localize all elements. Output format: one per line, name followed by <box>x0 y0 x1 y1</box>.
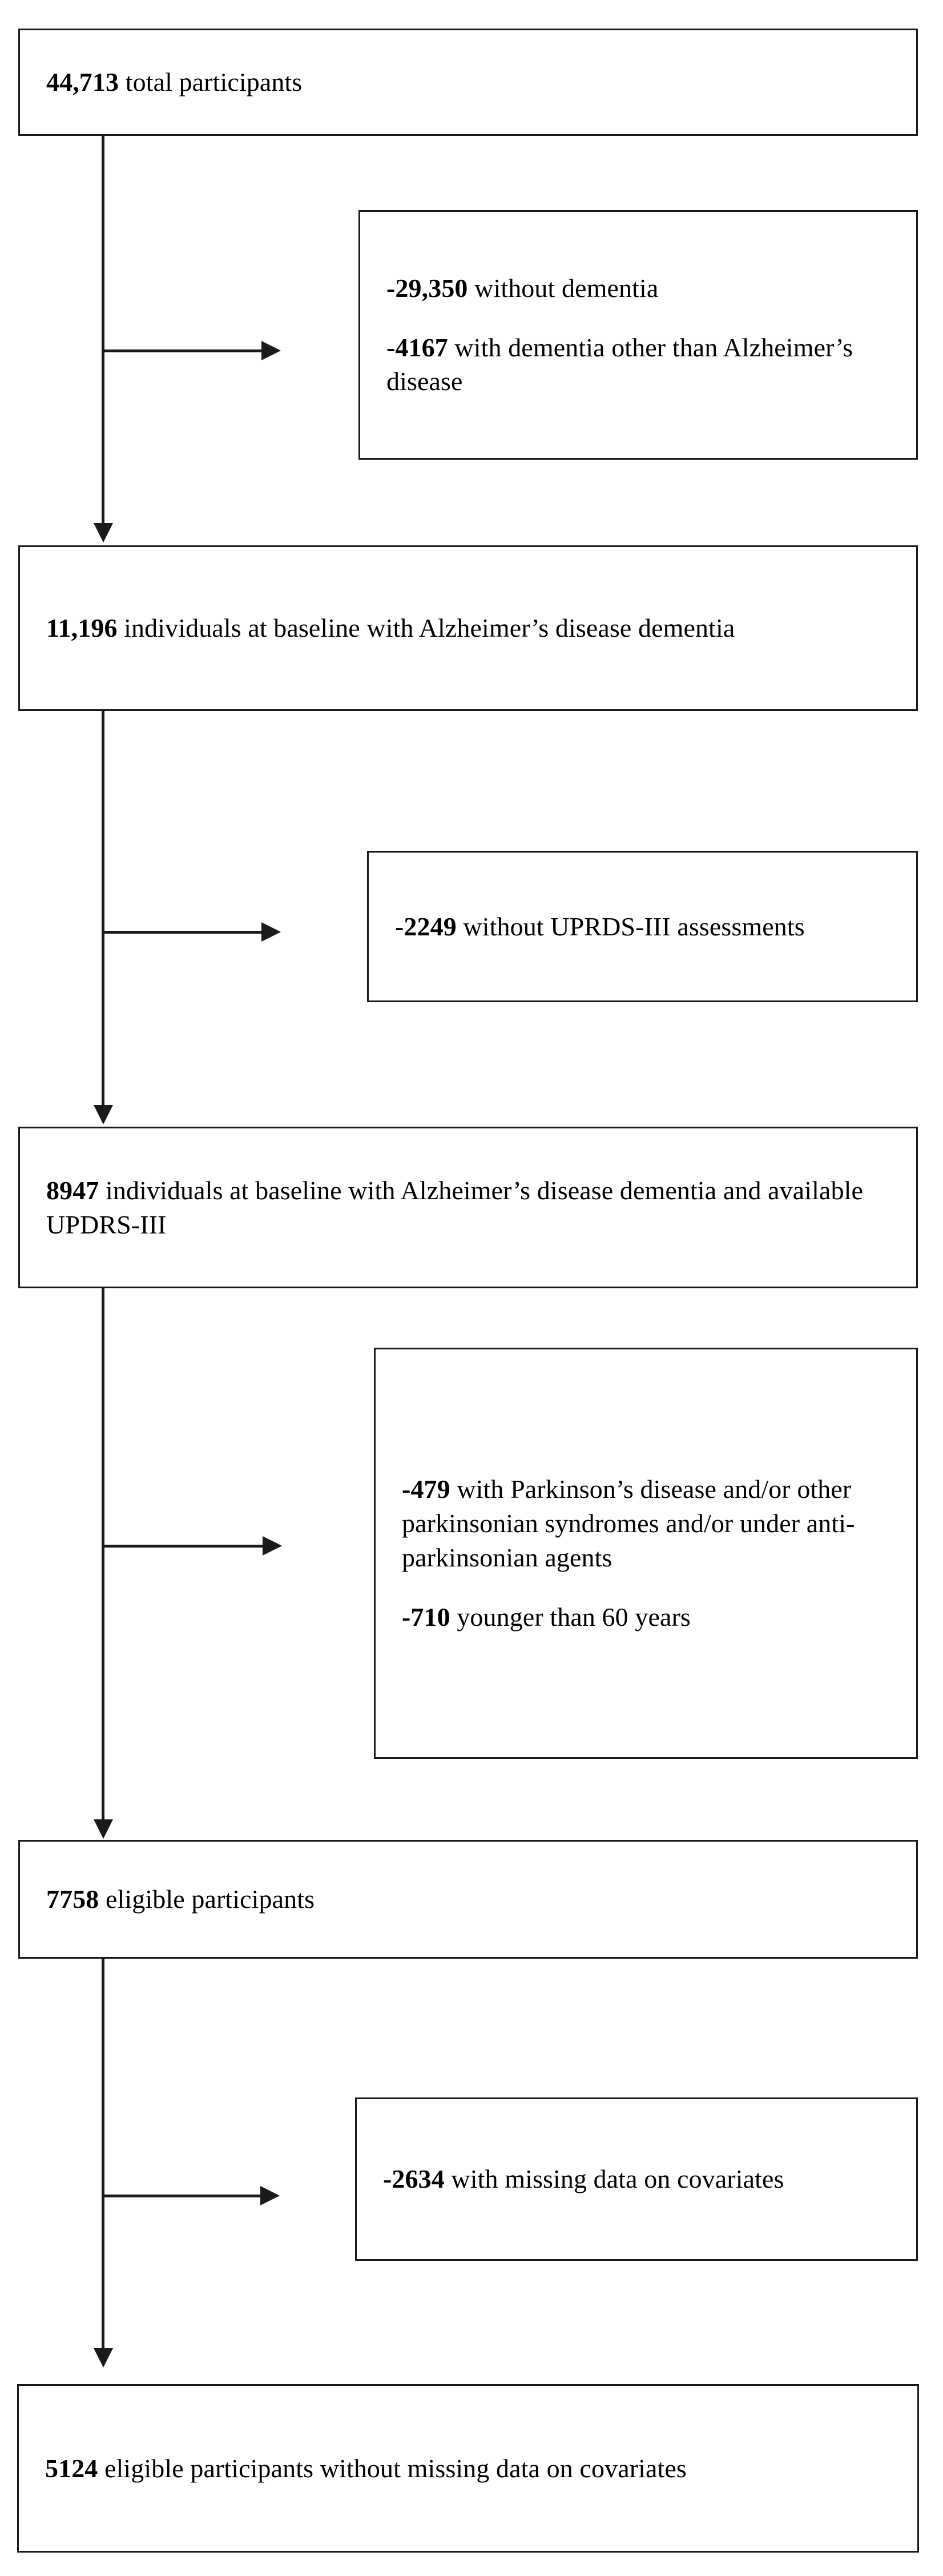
count-label: eligible participants without missing da… <box>98 2453 687 2483</box>
arrowhead-right-3 <box>263 1536 282 1556</box>
node-exclusion-parkinsonism-age-line-1: -479 with Parkinson’s dis­ease and/or ot… <box>402 1472 896 1574</box>
node-exclusion-no-uprds-line-1: -2249 without UPRDS-III assessments <box>395 910 896 944</box>
node-total-participants-line-1: 44,713 total participants <box>46 65 896 99</box>
connector-trunk-2 <box>102 711 104 1105</box>
count-value: 7758 <box>46 1884 99 1914</box>
node-eligible-participants-line-1: 7758 eligible participants <box>46 1882 896 1916</box>
node-exclusion-parkinsonism-age-line-2: -710 younger than 60 years <box>402 1600 896 1634</box>
exclusion-label-2: with dementia other than Alzheimer’s dis… <box>386 332 860 396</box>
exclusion-count-1: -2249 <box>395 911 457 941</box>
exclusion-count-2: -4167 <box>386 332 448 362</box>
node-baseline-ad-dementia-line-1: 11,196 individuals at baseline with Alzh… <box>46 611 896 645</box>
node-final-analytic-sample-line-1: 5124 eligible participants without missi… <box>45 2452 897 2486</box>
connector-arm-2 <box>102 931 267 934</box>
node-eligible-participants: 7758 eligible participants <box>18 1840 918 1959</box>
arrowhead-right-4 <box>260 2186 280 2205</box>
exclusion-label-2: younger than 60 years <box>450 1602 691 1631</box>
connector-arm-3 <box>102 1545 268 1548</box>
exclusion-label-1: without dementia <box>468 273 659 303</box>
arrowhead-right-2 <box>261 922 281 942</box>
exclusion-label-1: with missing data on covariates <box>444 2164 784 2194</box>
arrowhead-down-4 <box>94 2348 113 2368</box>
connector-arm-4 <box>102 2195 266 2197</box>
arrowhead-down-3 <box>94 1819 113 1839</box>
count-value: 44,713 <box>46 67 119 97</box>
connector-trunk-4 <box>102 1959 104 2348</box>
node-exclusion-dementia-line-2: -4167 with dementia other than Alzheimer… <box>386 331 896 399</box>
count-label: total participants <box>119 67 303 97</box>
exclusion-count-1: -29,350 <box>386 273 468 303</box>
node-total-participants: 44,713 total participants <box>18 29 918 136</box>
node-baseline-ad-dementia: 11,196 individuals at baseline with Alzh… <box>18 545 918 711</box>
exclusion-count-2: -710 <box>402 1602 450 1631</box>
node-baseline-ad-with-updrs: 8947 individuals at baseline with Alzhei… <box>18 1127 918 1288</box>
arrowhead-right-1 <box>261 341 281 360</box>
exclusion-count-1: -2634 <box>383 2164 445 2194</box>
count-value: 8947 <box>46 1175 99 1205</box>
node-exclusion-dementia-line-1: -29,350 without dementia <box>386 271 896 306</box>
node-exclusion-dementia: -29,350 without dementia -4167 with deme… <box>358 210 918 460</box>
connector-trunk-3 <box>102 1288 104 1819</box>
count-label: individuals at baseline with Alzheimer’s… <box>46 1175 870 1239</box>
count-value: 5124 <box>45 2453 98 2483</box>
node-baseline-ad-with-updrs-line-1: 8947 individuals at baseline with Alzhei… <box>46 1174 896 1242</box>
node-exclusion-no-uprds: -2249 without UPRDS-III assessments <box>367 851 918 1002</box>
connector-trunk-1 <box>102 136 104 523</box>
exclusion-count-1: -479 <box>402 1474 450 1504</box>
arrowhead-down-2 <box>94 1105 113 1124</box>
count-label: eligible participants <box>99 1884 315 1914</box>
node-exclusion-parkinsonism-age: -479 with Parkinson’s dis­ease and/or ot… <box>374 1348 918 1759</box>
node-exclusion-missing-covariates-line-1: -2634 with missing data on covariates <box>383 2162 896 2196</box>
count-value: 11,196 <box>46 613 118 643</box>
connector-arm-1 <box>102 349 267 352</box>
count-label: individuals at baseline with Alzheimer’s… <box>117 613 735 643</box>
node-final-analytic-sample: 5124 eligible participants without missi… <box>17 2384 919 2553</box>
node-exclusion-missing-covariates: -2634 with missing data on covariates <box>355 2097 918 2261</box>
arrowhead-down-1 <box>94 523 113 542</box>
exclusion-label-1: without UPRDS-III assessments <box>456 911 805 941</box>
exclusion-label-1: with Parkinson’s dis­ease and/or other p… <box>402 1474 858 1572</box>
